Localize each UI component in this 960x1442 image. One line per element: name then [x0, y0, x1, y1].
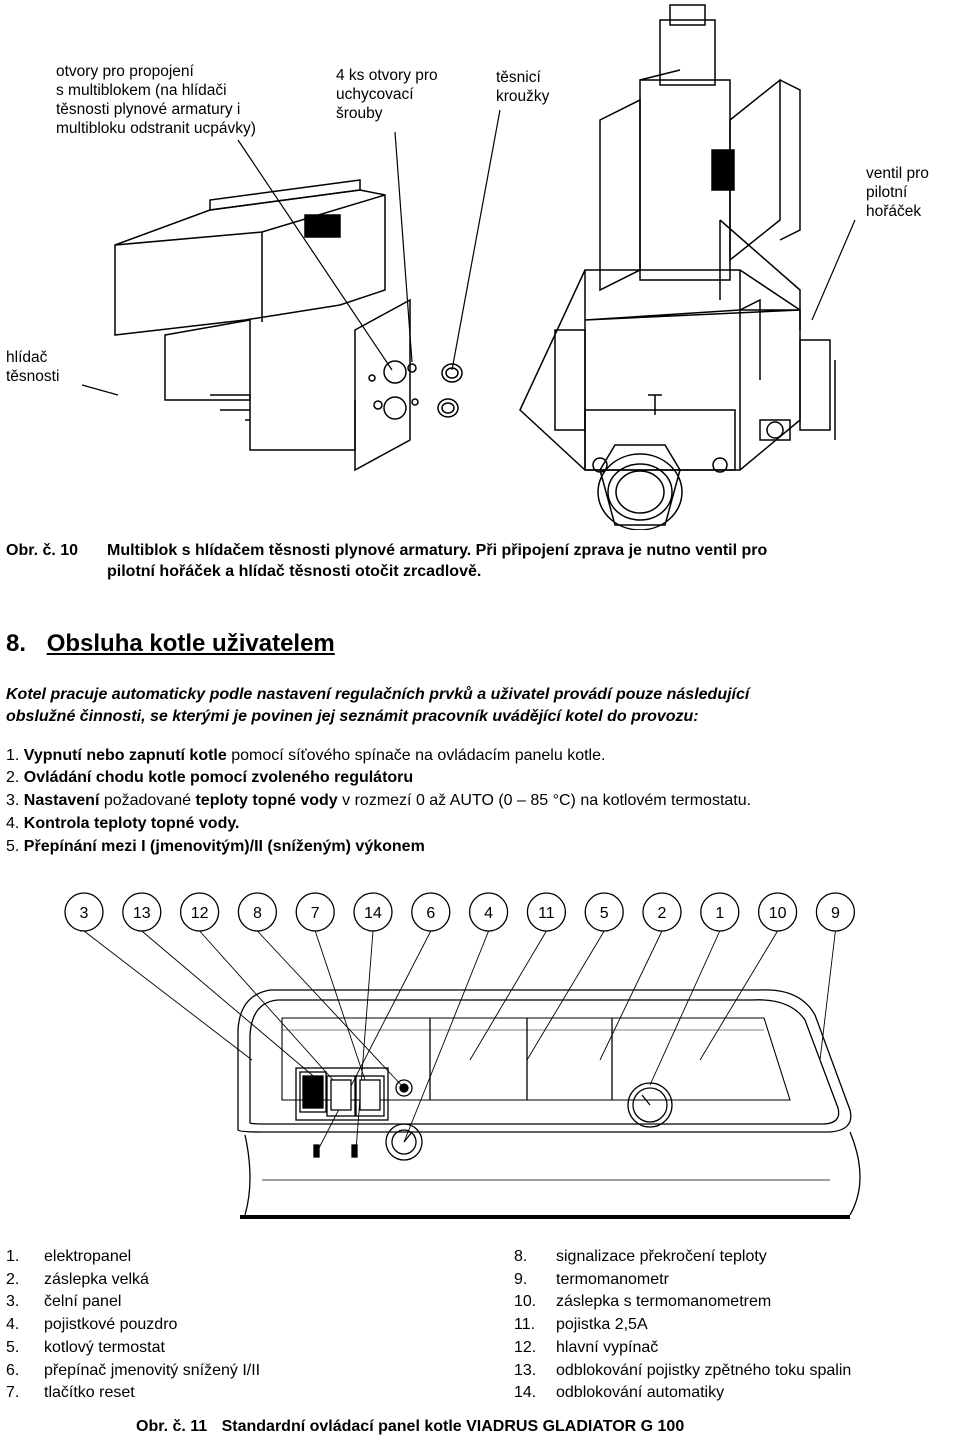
- callout-number: 4: [484, 905, 493, 922]
- legend-item: 6.přepínač jmenovitý snížený I/II: [6, 1361, 261, 1379]
- legend-item: 11.pojistka 2,5A: [514, 1316, 648, 1334]
- callout-leader-lines: [83, 930, 836, 1151]
- legend-item: 10.záslepka s termomanometrem: [514, 1293, 772, 1311]
- step-item: 4. Kontrola teploty topné vody.: [6, 815, 240, 832]
- callout-leader: [199, 930, 343, 1091]
- callout-number: 11: [538, 905, 555, 922]
- legend-item: 4.pojistkové pouzdro: [6, 1316, 178, 1334]
- callout-leader: [649, 930, 721, 1086]
- callout-number: 3: [80, 905, 89, 922]
- legend-item: 7.tlačítko reset: [6, 1384, 135, 1402]
- legend-item: 2.záslepka velká: [6, 1270, 149, 1288]
- callout-number: 2: [658, 905, 667, 922]
- section-intro: Kotel pracuje automaticky podle nastaven…: [6, 686, 750, 725]
- label-leak-monitor: hlídač těsnosti: [6, 349, 60, 385]
- multiblock-drawing: [81, 4, 856, 530]
- section-heading: 8. Obsluha kotle uživatelem: [6, 630, 335, 658]
- legend-left: 1.elektropanel 2.záslepka velká 3.čelní …: [6, 1246, 476, 1405]
- figure-11-caption: Obr. č. 11 Standardní ovládací panel kot…: [136, 1418, 685, 1435]
- callout-number: 8: [253, 905, 262, 922]
- leader-lines: [81, 109, 856, 396]
- callout-markers: 3 13 12 8 7 14 6 4 11 5 2 1 10 9: [64, 892, 856, 932]
- leak-monitor-block: [114, 179, 386, 451]
- callout-number: 14: [364, 905, 382, 922]
- callout-leader: [599, 930, 663, 1061]
- label-pilot-valve: ventil pro pilotní hořáček: [866, 165, 929, 220]
- callout-leader: [469, 930, 547, 1061]
- callout-leader: [317, 930, 432, 1151]
- legend-item: 13.odblokování pojistky zpětného toku sp…: [514, 1361, 852, 1379]
- section-number: 8.: [6, 630, 27, 657]
- legend-item: 9.termomanometr: [514, 1270, 669, 1288]
- callout-leader: [699, 930, 778, 1061]
- legend-item: 8.signalizace překročení teploty: [514, 1248, 767, 1265]
- legend-right: 8.signalizace překročení teploty 9.termo…: [514, 1246, 954, 1405]
- callout-leader: [257, 930, 405, 1089]
- step-item: 1. Vypnutí nebo zapnutí kotle pomocí síť…: [6, 747, 606, 764]
- label-sealing-rings: těsnicí kroužky: [496, 69, 550, 105]
- legend-item: 14.odblokování automatiky: [514, 1384, 725, 1402]
- callout-leader: [819, 930, 836, 1061]
- figure-10-caption: Obr. č. 10 Multiblok s hlídačem těsnosti…: [6, 542, 768, 580]
- label-connection-ports: otvory pro propojení s multiblokem (na h…: [56, 63, 256, 137]
- callout-number: 13: [133, 905, 151, 922]
- legend-item: 5.kotlový termostat: [6, 1338, 165, 1356]
- callout-number: 9: [831, 905, 840, 922]
- front-panel: [237, 989, 861, 1219]
- callout-number: 6: [426, 905, 435, 922]
- section-title: Obsluha kotle uživatelem: [46, 630, 335, 657]
- legend-item: 12.hlavní vypínač: [514, 1338, 659, 1356]
- callout-number: 5: [600, 905, 609, 922]
- legend-item: 1.elektropanel: [6, 1248, 132, 1265]
- callout-leader: [403, 930, 490, 1143]
- control-panel-drawing: 3 13 12 8 7 14 6 4 11 5 2 1 10 9: [64, 892, 861, 1219]
- step-item: 3. Nastavení požadované teploty topné vo…: [6, 792, 752, 809]
- callout-number: 10: [769, 905, 787, 922]
- callout-leader: [355, 930, 374, 1151]
- callout-number: 12: [191, 905, 209, 922]
- step-item: 2. Ovládání chodu kotle pomocí zvoleného…: [6, 769, 414, 786]
- callout-number: 1: [715, 905, 724, 922]
- multiblock-body: [354, 4, 836, 530]
- label-mounting-screw-holes: 4 ks otvory pro uchycovací šrouby: [336, 67, 438, 122]
- legend-item: 3.čelní panel: [6, 1293, 122, 1311]
- callout-leader: [141, 930, 319, 1081]
- callout-number: 7: [311, 905, 320, 922]
- step-item: 5. Přepínání mezi I (jmenovitým)/II (sní…: [6, 838, 425, 855]
- callout-leader: [526, 930, 605, 1061]
- callout-leader: [83, 930, 253, 1061]
